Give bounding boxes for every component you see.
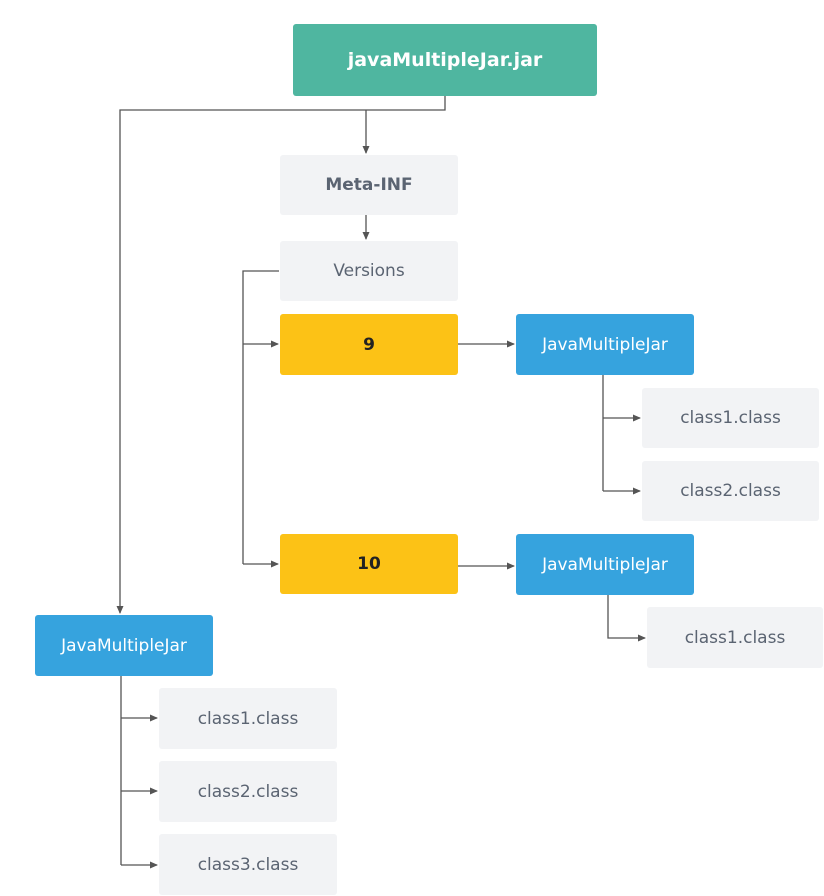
edge-versions-bracket: [242, 270, 279, 564]
meta-inf-label: Meta-INF: [325, 175, 413, 195]
base-package-label: JavaMultipleJar: [61, 635, 187, 656]
base-class2-node: class2.class: [159, 761, 337, 822]
root-jar-node: javaMultipleJar.jar: [293, 24, 597, 96]
edge-root-base: [116, 96, 446, 614]
version-10-node: 10: [280, 534, 458, 594]
versions-label: Versions: [333, 261, 405, 281]
version-9-class1-label: class1.class: [680, 408, 781, 428]
version-10-class1-label: class1.class: [684, 627, 786, 648]
version-9-package-node: JavaMultipleJar: [516, 314, 694, 375]
version-10-package-node: JavaMultipleJar: [516, 534, 694, 595]
edge-10pkg-class1: [607, 595, 646, 642]
version-10-package-label: JavaMultipleJar: [542, 554, 668, 575]
version-9-class2-node: class2.class: [642, 461, 819, 521]
base-class3-label: class3.class: [197, 854, 299, 875]
base-package-node: JavaMultipleJar: [35, 615, 213, 676]
versions-node: Versions: [280, 241, 458, 301]
version-9-package-label: JavaMultipleJar: [542, 334, 668, 355]
meta-inf-node: Meta-INF: [280, 155, 458, 215]
version-9-class1-node: class1.class: [642, 388, 819, 448]
version-10-label: 10: [357, 554, 381, 574]
root-jar-label: javaMultipleJar.jar: [347, 49, 543, 71]
version-10-class1-node: class1.class: [647, 607, 823, 668]
base-class2-label: class2.class: [197, 781, 299, 802]
version-9-label: 9: [363, 334, 375, 355]
version-9-class2-label: class2.class: [680, 481, 781, 501]
base-class1-node: class1.class: [159, 688, 337, 749]
base-class1-label: class1.class: [197, 708, 299, 729]
base-class3-node: class3.class: [159, 834, 337, 895]
version-9-node: 9: [280, 314, 458, 375]
